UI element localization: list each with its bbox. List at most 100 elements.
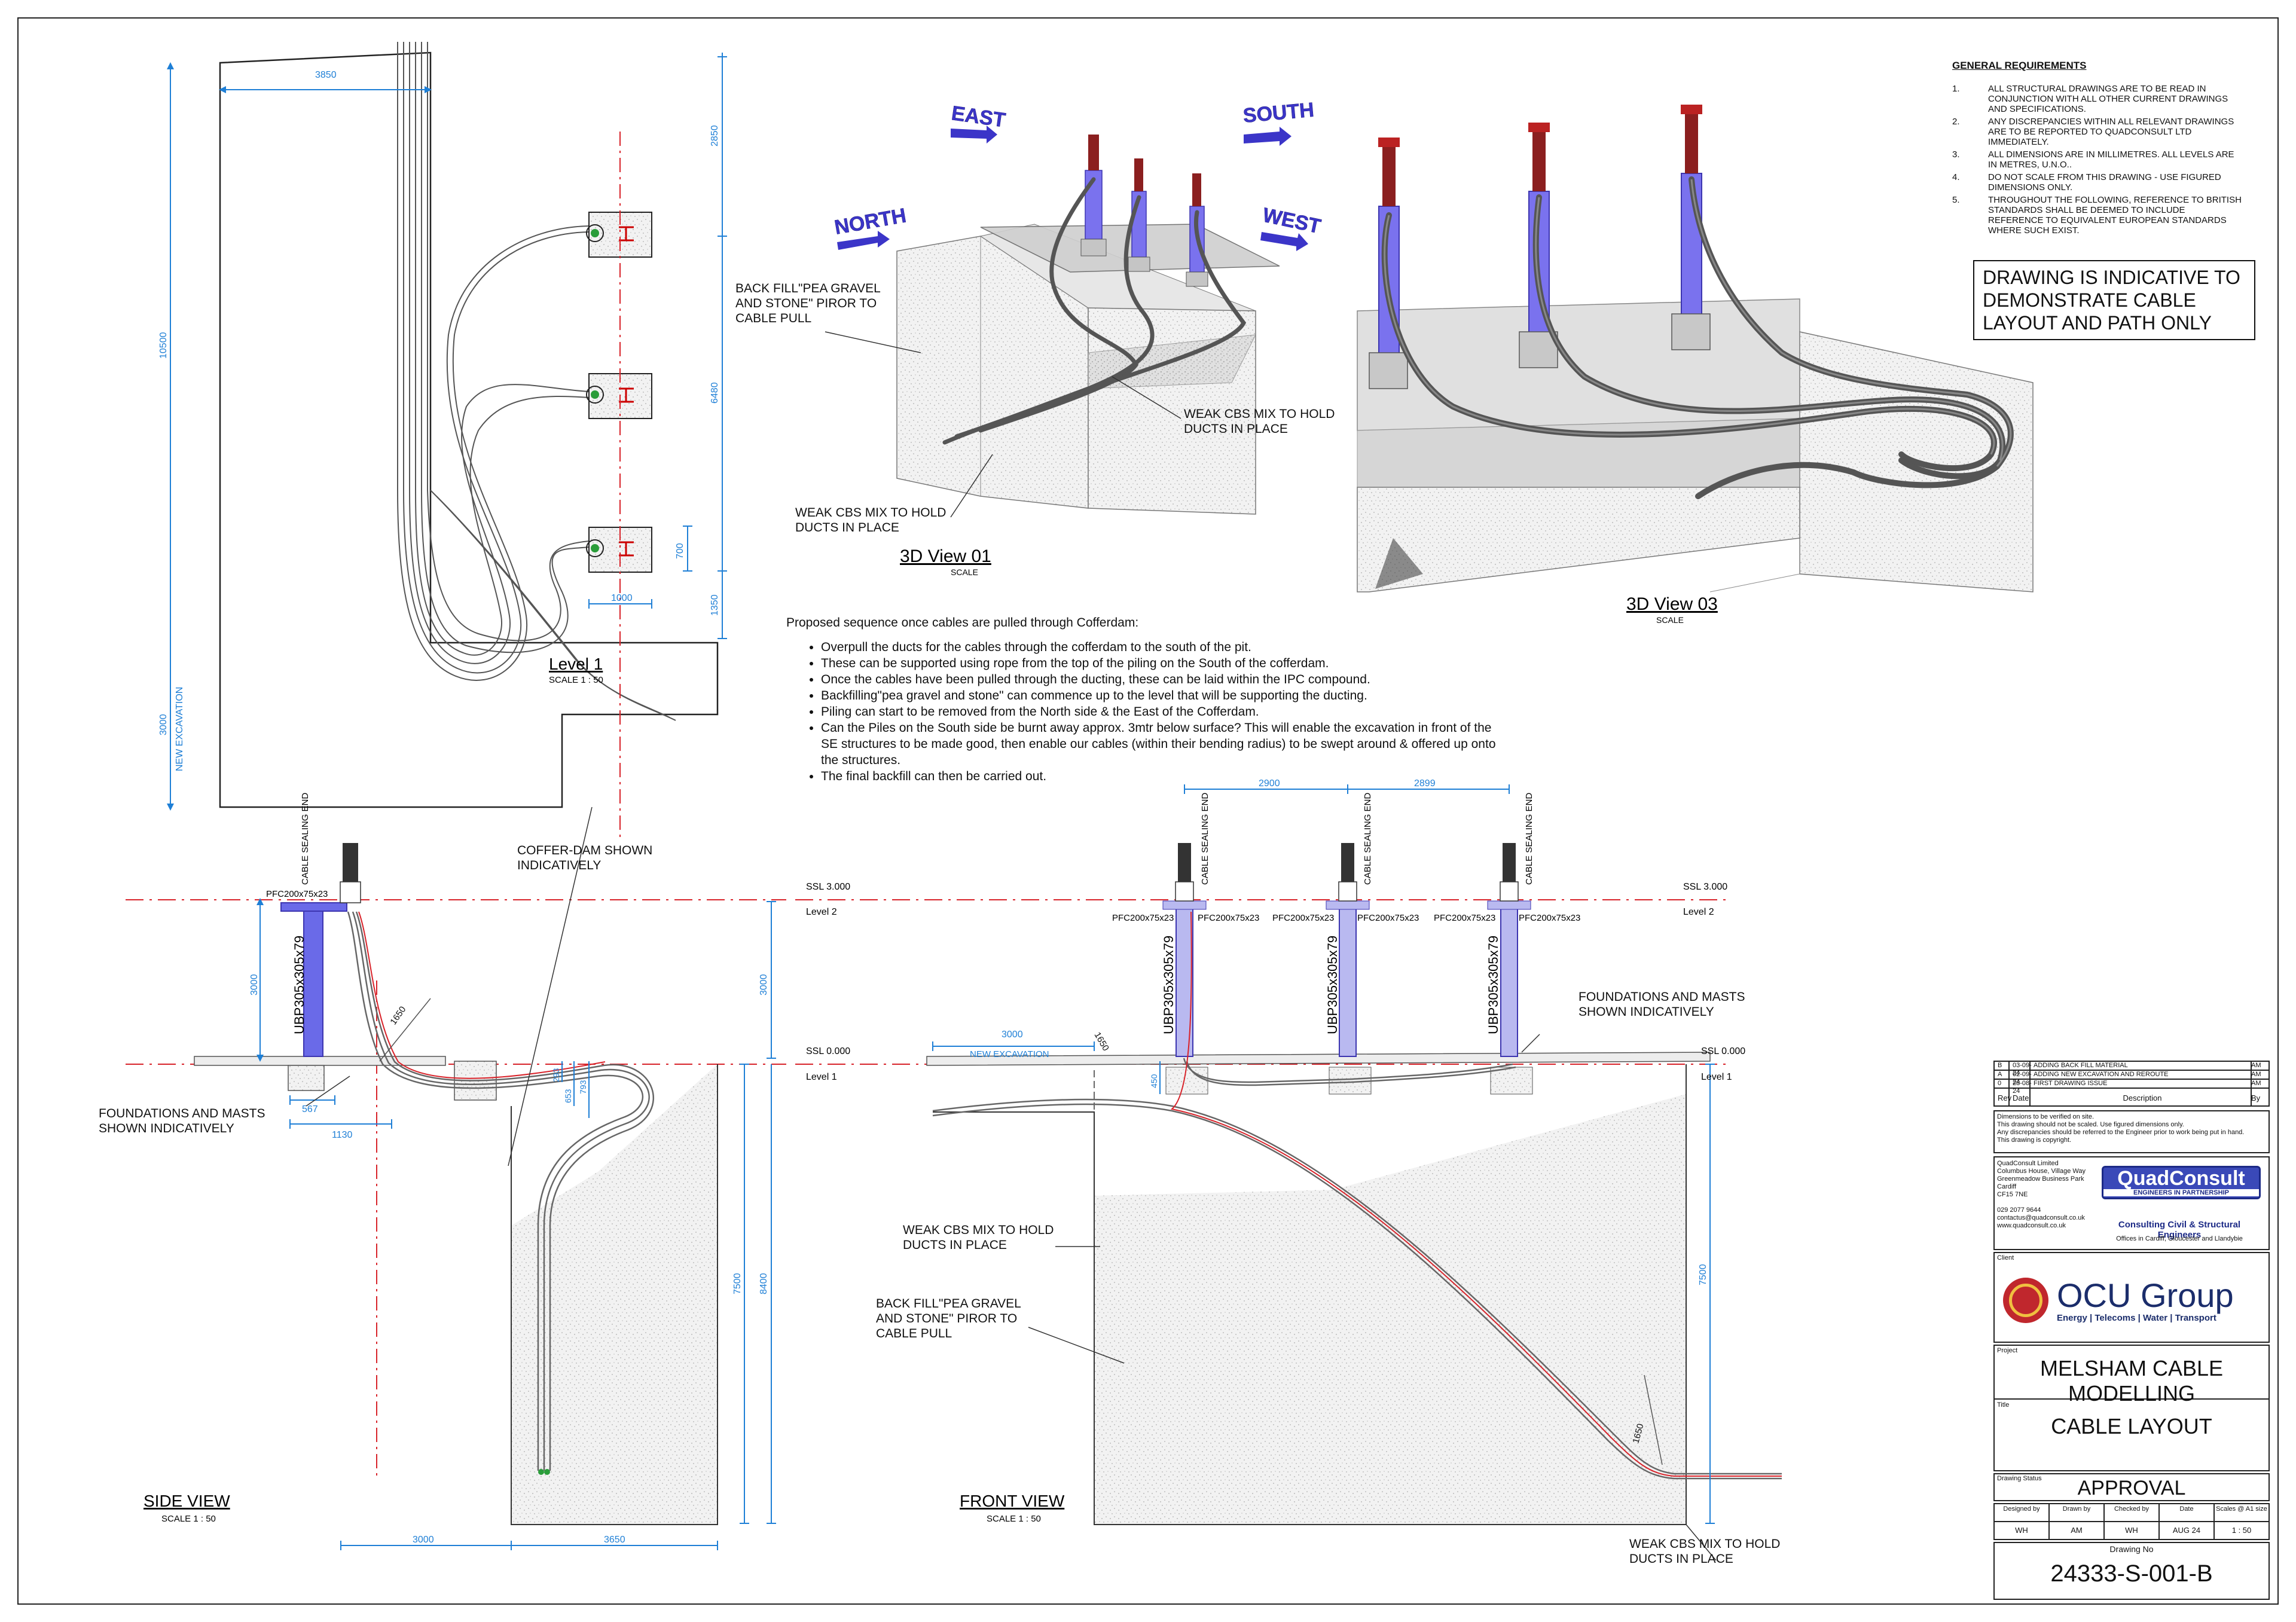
drawing-status: APPROVAL — [2077, 1477, 2186, 1499]
sequence-intro: Proposed sequence once cables are pulled… — [786, 616, 1139, 630]
arrow-west-icon — [1260, 232, 1308, 251]
dim-2850: 2850 — [710, 125, 720, 146]
dim-3650: 3650 — [604, 1535, 625, 1545]
indicative-notice: DRAWING IS INDICATIVE TO DEMONSTRATE CAB… — [1973, 260, 2255, 340]
info-headers: Designed by Drawn by Checked by Date Sca… — [2003, 1505, 2267, 1513]
cse-side: CABLE SEALING END — [300, 793, 310, 885]
compass-east: EAST — [950, 102, 1007, 132]
level1-plan-view: 3850 10500 3000 NEW EXCAVATION 2850 6480… — [158, 42, 727, 837]
proposed-sequence: Proposed sequence once cables are pulled… — [786, 615, 1504, 784]
dim-6480: 6480 — [710, 382, 720, 404]
dim-450: 450 — [1149, 1074, 1159, 1088]
revision-row: 0 28-08-24 FIRST DRAWING ISSUE AM — [1998, 1080, 2261, 1095]
level-markers: SSL 3.000 Level 2 SSL 0.000 Level 1 SSL … — [806, 882, 1745, 1082]
revision-header: Rev Date Description By — [1998, 1093, 2261, 1102]
level1-scale: SCALE 1 : 50 — [549, 675, 603, 685]
level1-title: Level 1 — [549, 655, 603, 673]
cofferdam-note: COFFER-DAM SHOWN INDICATIVELY — [517, 844, 653, 872]
dim-2899: 2899 — [1414, 778, 1436, 789]
level1-right: Level 1 — [1701, 1072, 1732, 1082]
requirement-item: 4.DO NOT SCALE FROM THIS DRAWING - USE F… — [1952, 172, 2221, 193]
dim-293: 293 — [551, 1068, 561, 1082]
revision-row: B 03-09-24 ADDING BACK FILL MATERIAL AM — [1998, 1062, 2261, 1077]
revision-row: A 02-09-24 ADDING NEW EXCAVATION AND RER… — [1998, 1071, 2261, 1086]
client-tagline: Energy | Telecoms | Water | Transport — [2057, 1312, 2216, 1323]
sequence-step: Can the Piles on the South side be burnt… — [821, 720, 1504, 768]
3d-view-03: 3D View 03 SCALE — [1357, 105, 2034, 625]
sequence-step: Overpull the ducts for the cables throug… — [821, 639, 1504, 655]
ubp-label-2: UBP305x305x79 — [1325, 936, 1340, 1034]
sequence-step: The final backfill can then be carried o… — [821, 768, 1504, 784]
general-requirements-title: GENERAL REQUIREMENTS — [1952, 60, 2087, 71]
side-view-scale: SCALE 1 : 50 — [161, 1514, 216, 1524]
pfc-3a: PFC200x75x23 — [1434, 913, 1495, 923]
requirement-item: 5.THROUGHOUT THE FOLLOWING, REFERENCE TO… — [1952, 195, 2242, 236]
drawing-title: CABLE LAYOUT — [2051, 1414, 2212, 1438]
dim-7500-side: 7500 — [732, 1273, 743, 1294]
weak-cbs-note-3d-right: WEAK CBS MIX TO HOLD DUCTS IN PLACE — [1184, 407, 1335, 436]
dim-1350: 1350 — [710, 594, 720, 616]
view03-title: 3D View 03 — [1626, 594, 1718, 614]
sequence-step: Once the cables have been pulled through… — [821, 671, 1504, 688]
dim-567: 567 — [302, 1104, 318, 1114]
side-view: 3000 3000 567 1130 1650 293 653 793 7500… — [126, 807, 786, 1550]
dim-3000-side: 3000 — [249, 974, 259, 995]
sheet-border — [17, 17, 2279, 1605]
dim-2900: 2900 — [1259, 778, 1280, 789]
new-excavation-label-front: NEW EXCAVATION — [970, 1049, 1049, 1059]
level2-left: Level 2 — [806, 907, 837, 917]
pfc-1a: PFC200x75x23 — [1112, 913, 1174, 923]
dim-1130: 1130 — [332, 1130, 353, 1140]
dim-10500: 10500 — [158, 332, 169, 359]
weak-cbs-note-3d-left: WEAK CBS MIX TO HOLD DUCTS IN PLACE — [795, 506, 947, 534]
requirement-item: 1.ALL STRUCTURAL DRAWINGS ARE TO BE READ… — [1952, 84, 2228, 114]
ssl-bottom-right: SSL 0.000 — [1701, 1046, 1745, 1056]
arrow-south-icon — [1244, 127, 1292, 146]
dim-8400: 8400 — [759, 1273, 769, 1294]
client-name: OCU Group — [2057, 1276, 2234, 1314]
dim-3000-side-bottom: 3000 — [413, 1535, 434, 1545]
ocu-emblem-icon — [2003, 1278, 2048, 1323]
drawing-notes: Dimensions to be verified on site. This … — [1997, 1113, 2245, 1144]
cse-2: CABLE SEALING END — [1363, 793, 1373, 885]
dim-3000-plan: 3000 — [158, 714, 169, 735]
dim-3000-side-right: 3000 — [759, 974, 769, 995]
pfc-2b: PFC200x75x23 — [1357, 913, 1419, 923]
front-view-title: FRONT VIEW — [960, 1492, 1065, 1510]
status-label: Drawing Status — [1997, 1475, 2042, 1482]
title-label: Title — [1997, 1401, 2010, 1409]
quadconsult-logo: QuadConsult ENGINEERS IN PARTNERSHIP — [2102, 1166, 2261, 1199]
general-requirements-list: 1.ALL STRUCTURAL DRAWINGS ARE TO BE READ… — [1952, 84, 2242, 236]
cse-1: CABLE SEALING END — [1200, 793, 1210, 885]
dim-7500-front: 7500 — [1698, 1264, 1708, 1285]
pfc-labels: PFC200x75x23 PFC200x75x23 PFC200x75x23 P… — [266, 889, 1580, 923]
dim-3850-plan: 3850 — [315, 70, 337, 80]
client-label: Client — [1997, 1254, 2014, 1261]
level1-left: Level 1 — [806, 1072, 837, 1082]
view03-scale: SCALE — [1656, 615, 1684, 625]
arrow-east-icon — [951, 126, 997, 143]
company-subtitle: Consulting Civil & Structural Engineers — [2118, 1220, 2241, 1240]
pfc-1b: PFC200x75x23 — [1198, 913, 1259, 923]
dim-700: 700 — [675, 543, 685, 559]
dim-653: 653 — [563, 1089, 573, 1103]
pfc-3b: PFC200x75x23 — [1519, 913, 1580, 923]
ssl-bottom-left: SSL 0.000 — [806, 1046, 850, 1056]
dim-793: 793 — [578, 1080, 588, 1094]
foundations-note-side: FOUNDATIONS AND MASTS SHOWN INDICATIVELY — [99, 1107, 265, 1135]
new-excavation-label-plan: NEW EXCAVATION — [175, 687, 185, 771]
info-values: WH AM WH AUG 24 1 : 50 — [2015, 1526, 2252, 1535]
view01-scale: SCALE — [951, 567, 978, 577]
title-block-frame — [1993, 1061, 2270, 1600]
cse-3: CABLE SEALING END — [1524, 793, 1534, 885]
ubp-label-1: UBP305x305x79 — [1161, 936, 1176, 1034]
cable-sealing-labels: CABLE SEALING END CABLE SEALING END CABL… — [300, 793, 1534, 885]
ubp-label-side: UBP305x305x79 — [292, 936, 307, 1034]
sequence-step: Piling can start to be removed from the … — [821, 704, 1504, 720]
front-view-scale: SCALE 1 : 50 — [987, 1514, 1041, 1524]
sequence-step: These can be supported using rope from t… — [821, 655, 1504, 671]
compass-west: WEST — [1260, 204, 1323, 239]
backfill-note-3d: BACK FILL"PEA GRAVEL AND STONE" PIROR TO… — [735, 282, 881, 325]
